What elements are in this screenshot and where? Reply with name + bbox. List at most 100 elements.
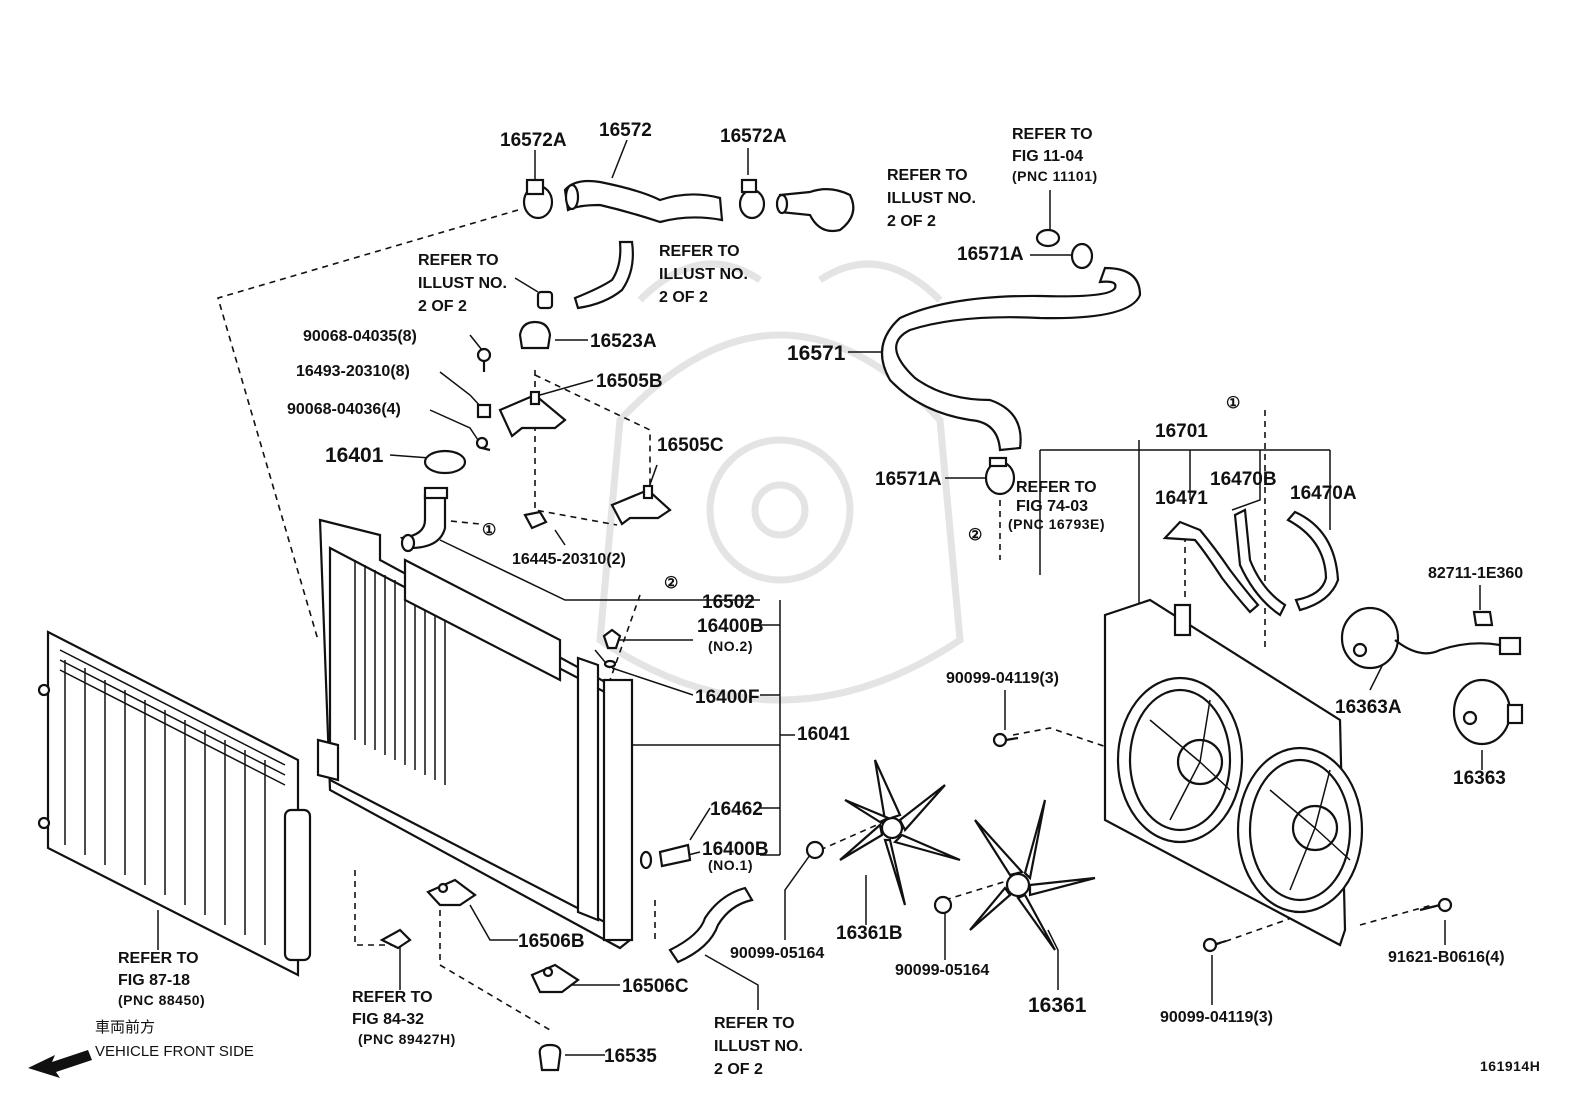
refer-fig1104-1[interactable]: REFER TO	[1012, 126, 1093, 143]
label-16572[interactable]: 16572	[599, 120, 652, 141]
hose-clamp-16571a-top[interactable]	[1035, 228, 1094, 270]
refer-illust-mid-1[interactable]: REFER TO	[659, 243, 740, 260]
refer-illust-left-2[interactable]: ILLUST NO.	[418, 275, 507, 292]
fan-16361[interactable]	[969, 799, 1096, 951]
hose-clamp-16571a-bottom[interactable]	[984, 456, 1016, 496]
label-90099-04119-a[interactable]: 90099-04119(3)	[946, 670, 1059, 687]
label-16401[interactable]: 16401	[325, 444, 384, 467]
label-82711-1e360[interactable]: 82711-1E360	[1428, 565, 1523, 582]
bracket-16505b[interactable]	[498, 390, 567, 438]
hose-16470a[interactable]	[1286, 510, 1340, 612]
upper-radiator-hose-16571[interactable]	[880, 266, 1142, 452]
refer-fig1104-3[interactable]: (PNC 11101)	[1012, 168, 1098, 184]
bolt-90099-04119-a[interactable]	[992, 732, 1019, 748]
refer-illust-left-3[interactable]: 2 OF 2	[418, 298, 467, 315]
label-16400b-no2[interactable]: 16400B	[697, 616, 764, 637]
refer-fig8432-3[interactable]: (PNC 89427H)	[358, 1031, 456, 1047]
fan-motor-16363a[interactable]	[1340, 606, 1522, 670]
bolt-91621-b0616[interactable]	[1419, 897, 1453, 913]
label-91621-b0616[interactable]: 91621-B0616(4)	[1388, 949, 1505, 966]
refer-illust-bottom-2[interactable]: ILLUST NO.	[714, 1038, 803, 1055]
refer-fig8432-2[interactable]: FIG 84-32	[352, 1011, 424, 1028]
label-16505c[interactable]: 16505C	[657, 435, 724, 456]
refer-fig8718-3[interactable]: (PNC 88450)	[118, 992, 205, 1008]
label-16470a[interactable]: 16470A	[1290, 483, 1357, 504]
label-16462[interactable]: 16462	[710, 799, 763, 820]
cap-16523a[interactable]	[518, 320, 552, 350]
hose-clamp-16572a-left[interactable]	[522, 178, 554, 220]
label-16571a-bottom[interactable]: 16571A	[875, 469, 942, 490]
label-16493-20310[interactable]: 16493-20310(8)	[296, 363, 410, 380]
label-16363[interactable]: 16363	[1453, 768, 1506, 789]
cushion-16535[interactable]	[538, 1043, 562, 1072]
fan-motor-16363[interactable]	[1452, 678, 1524, 746]
reservoir-16471[interactable]	[1162, 520, 1260, 614]
label-16571[interactable]: 16571	[787, 342, 846, 365]
refer-fig7403-2[interactable]: FIG 74-03	[1016, 498, 1088, 515]
fan-shroud-16701[interactable]	[1103, 598, 1364, 947]
bolt-90099-04119-b[interactable]	[1202, 937, 1227, 953]
bracket-16505c[interactable]	[610, 484, 672, 526]
label-16400b-no2-sub[interactable]: (NO.2)	[708, 638, 753, 654]
label-90068-04035[interactable]: 90068-04035(8)	[303, 328, 417, 345]
label-90099-04119-b[interactable]: 90099-04119(3)	[1160, 1009, 1273, 1026]
support-16506c[interactable]	[530, 963, 580, 994]
label-16506c[interactable]: 16506C	[622, 976, 689, 997]
refer-fig7403-3[interactable]: (PNC 16793E)	[1008, 516, 1105, 532]
refer-fig7403-1[interactable]: REFER TO	[1016, 479, 1097, 496]
label-90068-04036[interactable]: 90068-04036(4)	[287, 401, 401, 418]
clip-16493-20310[interactable]	[476, 403, 492, 419]
label-16363a[interactable]: 16363A	[1335, 697, 1402, 718]
drain-plug-16462[interactable]	[639, 850, 653, 870]
upper-hose-16572[interactable]	[563, 179, 724, 224]
label-16400f[interactable]: 16400F	[695, 687, 759, 708]
label-16572a-right[interactable]: 16572A	[720, 126, 787, 147]
refer-illust-mid-3[interactable]: 2 OF 2	[659, 289, 708, 306]
label-16041[interactable]: 16041	[797, 724, 850, 745]
label-90099-05164-b[interactable]: 90099-05164	[895, 962, 989, 979]
label-16361b[interactable]: 16361B	[836, 923, 903, 944]
radiator-cap-16401[interactable]	[423, 449, 467, 475]
label-16701[interactable]: 16701	[1155, 421, 1208, 442]
drain-cock-16400b-no2[interactable]	[602, 628, 622, 650]
refer-fig1104-2[interactable]: FIG 11-04	[1012, 148, 1083, 165]
label-90099-05164-a[interactable]: 90099-05164	[730, 945, 824, 962]
bolt-90068-04035[interactable]	[476, 347, 492, 372]
fan-16361b[interactable]	[839, 759, 961, 906]
refer-illust-mid-2[interactable]: ILLUST NO.	[659, 266, 748, 283]
radiator-assembly-16041[interactable]	[316, 518, 634, 950]
label-16571a-top[interactable]: 16571A	[957, 244, 1024, 265]
o-ring-16400f[interactable]	[603, 659, 617, 669]
label-16505b[interactable]: 16505B	[596, 371, 663, 392]
label-16445-20310[interactable]: 16445-20310(2)	[512, 551, 626, 568]
nut-90099-05164-a[interactable]	[805, 840, 825, 860]
drain-cock-16400b-no1[interactable]	[658, 843, 692, 868]
connector-82711-1e360[interactable]	[1472, 610, 1494, 627]
label-16523a[interactable]: 16523A	[590, 331, 657, 352]
support-16506b[interactable]	[426, 878, 477, 907]
refer-illust-top-1[interactable]: REFER TO	[887, 167, 968, 184]
refer-fig8432-1[interactable]: REFER TO	[352, 989, 433, 1006]
label-16361[interactable]: 16361	[1028, 994, 1087, 1017]
condenser-88450[interactable]	[37, 630, 312, 977]
refer-illust-top-2[interactable]: ILLUST NO.	[887, 190, 976, 207]
refer-fig8718-1[interactable]: REFER TO	[118, 950, 199, 967]
hose-16470b[interactable]	[1233, 508, 1287, 617]
grommet-16445-20310[interactable]	[523, 510, 548, 530]
nut-90099-05164-b[interactable]	[933, 895, 953, 915]
refer-fig8718-2[interactable]: FIG 87-18	[118, 972, 190, 989]
label-16471[interactable]: 16471	[1155, 488, 1208, 509]
hose-clamp-16572a-right[interactable]	[738, 178, 766, 220]
label-16502[interactable]: 16502	[702, 592, 755, 613]
label-16470b[interactable]: 16470B	[1210, 469, 1277, 490]
refer-illust-bottom-3[interactable]: 2 OF 2	[714, 1061, 763, 1078]
label-16506b[interactable]: 16506B	[518, 931, 585, 952]
refer-illust-bottom-1[interactable]: REFER TO	[714, 1015, 795, 1032]
label-16572a-left[interactable]: 16572A	[500, 130, 567, 151]
label-16535[interactable]: 16535	[604, 1046, 657, 1067]
refer-illust-left-1[interactable]: REFER TO	[418, 252, 499, 269]
label-16400b-no1[interactable]: 16400B	[702, 839, 769, 860]
refer-illust-top-3[interactable]: 2 OF 2	[887, 213, 936, 230]
label-16400b-no1-sub[interactable]: (NO.1)	[708, 857, 753, 873]
bolt-90068-04036[interactable]	[475, 436, 491, 452]
